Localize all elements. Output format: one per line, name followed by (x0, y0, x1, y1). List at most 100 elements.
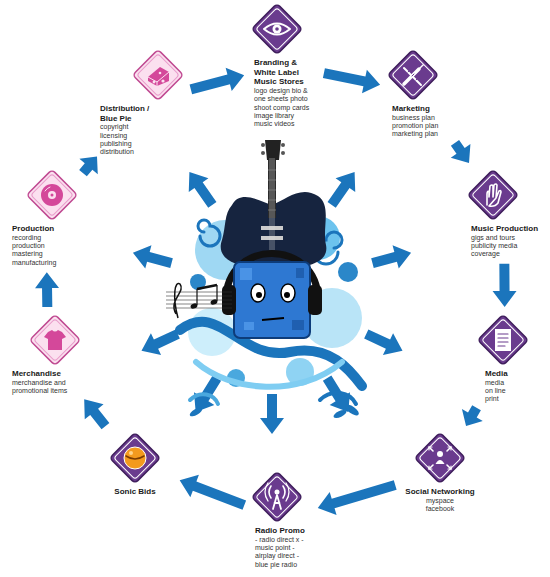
diamond-inner-line (392, 54, 434, 96)
icon-symbol (148, 67, 169, 86)
swirl-part (196, 362, 342, 387)
bubble-part (338, 262, 358, 282)
icon-symbol (429, 447, 451, 469)
node-body: media on line print (485, 379, 512, 404)
icon-symbol (404, 65, 423, 85)
cycle-arrow (84, 399, 109, 429)
node-texts: Branding & White Label Music Storeslogo … (254, 58, 314, 129)
headphone-face-part (234, 262, 310, 338)
diamond-icon (465, 167, 521, 223)
diamond-shape (24, 167, 80, 223)
headphone-face-part (256, 292, 262, 298)
cycle-arrow (190, 68, 245, 94)
node-body: - radio direct x - music point - airplay… (255, 536, 311, 570)
music-notes-part (197, 285, 217, 305)
icon-dot (159, 72, 162, 75)
node-texts: Mediamedia on line print (485, 369, 512, 404)
headphone-face-part (292, 320, 304, 330)
radial-arrow-part (361, 323, 407, 362)
headphone-face-part (308, 285, 322, 315)
diamond-shape (475, 312, 531, 368)
diamond-outline (252, 4, 303, 55)
icon-symbol (41, 184, 63, 206)
diamond-shape (249, 469, 305, 525)
node-body: recording production mastering manufactu… (12, 234, 68, 268)
diamond-outline (478, 315, 529, 366)
leaf-part (343, 403, 360, 418)
guitar-part (281, 151, 285, 155)
radial-arrow-part (369, 241, 414, 275)
node-heading: Marketing (392, 104, 452, 114)
guitar-part (268, 170, 276, 210)
icon-stroke (429, 447, 451, 469)
diamond-icon (24, 167, 80, 223)
icon-stroke (148, 72, 169, 86)
guitar-part (261, 151, 265, 155)
diamond-inner-line (31, 174, 73, 216)
icon-stroke (498, 334, 508, 346)
icon-stroke (429, 447, 451, 469)
icon-stroke (487, 184, 501, 206)
service-node: Radio Promo- radio direct x - music poin… (249, 469, 313, 569)
service-node: Marketingbusiness plan promotion plan ma… (385, 47, 455, 139)
diamond-shape (385, 47, 441, 103)
icon-dot (124, 447, 146, 469)
icon-dot (437, 451, 443, 457)
diamond-inner-line (137, 54, 179, 96)
diamond-outline (27, 170, 78, 221)
node-texts: Distribution / Blue Piecopyright licensi… (100, 104, 156, 157)
diamond-shape (465, 167, 521, 223)
headphone-face-part (284, 292, 290, 298)
node-heading: Merchandise (12, 369, 74, 379)
diamond-outline (252, 472, 303, 523)
service-node: Social Networkingmyspace facebook (400, 430, 480, 513)
diamond-outline (110, 433, 161, 484)
node-texts: Productionrecording production mastering… (12, 224, 68, 267)
icon-stroke (404, 68, 421, 85)
diamond-icon (385, 47, 441, 103)
icon-stroke (148, 67, 169, 86)
diamond-icon (249, 469, 305, 525)
cycle-arrow (493, 264, 517, 307)
node-heading: Music Production (471, 224, 539, 234)
icon-symbol (495, 329, 511, 351)
icon-stroke (265, 483, 289, 501)
guitar-part (281, 143, 285, 147)
icon-dot (273, 25, 282, 34)
node-texts: Radio Promo- radio direct x - music poin… (255, 526, 311, 569)
icon-stroke (264, 24, 290, 35)
diamond-icon (249, 1, 305, 57)
node-heading: Branding & White Label Music Stores (254, 58, 314, 87)
leaf-part (188, 406, 203, 418)
diamond-outline (30, 315, 81, 366)
icon-stroke (269, 486, 285, 498)
node-texts: Social Networkingmyspace facebook (401, 487, 479, 513)
diamond-icon (27, 312, 83, 368)
cycle-arrow (323, 68, 380, 93)
diamond-inner-line (472, 174, 514, 216)
guitar-part (261, 143, 265, 147)
diamond-inner-line (114, 437, 156, 479)
headphone-face-part (244, 322, 254, 330)
headphone-face-part (296, 268, 304, 278)
icon-symbol (265, 483, 289, 509)
icon-stroke (45, 187, 50, 191)
guitar (221, 140, 327, 267)
diamond-icon (107, 430, 163, 486)
icon-dot (51, 194, 54, 197)
icon-dot (129, 451, 133, 455)
node-heading: Distribution / Blue Pie (100, 104, 156, 123)
diamond-inner-line (419, 437, 461, 479)
node-body: logo design bio & one sheets photo shoot… (254, 87, 314, 129)
service-node: Merchandisemerchandise and promotional i… (12, 312, 84, 395)
icon-stroke (44, 330, 66, 350)
diamond-inner-line (482, 319, 524, 361)
leaf (188, 403, 360, 420)
node-heading: Production (12, 224, 68, 234)
icon-symbol (124, 447, 146, 469)
music-notes-part (174, 283, 181, 318)
music-notes (166, 283, 232, 318)
icon-dot (275, 27, 279, 31)
